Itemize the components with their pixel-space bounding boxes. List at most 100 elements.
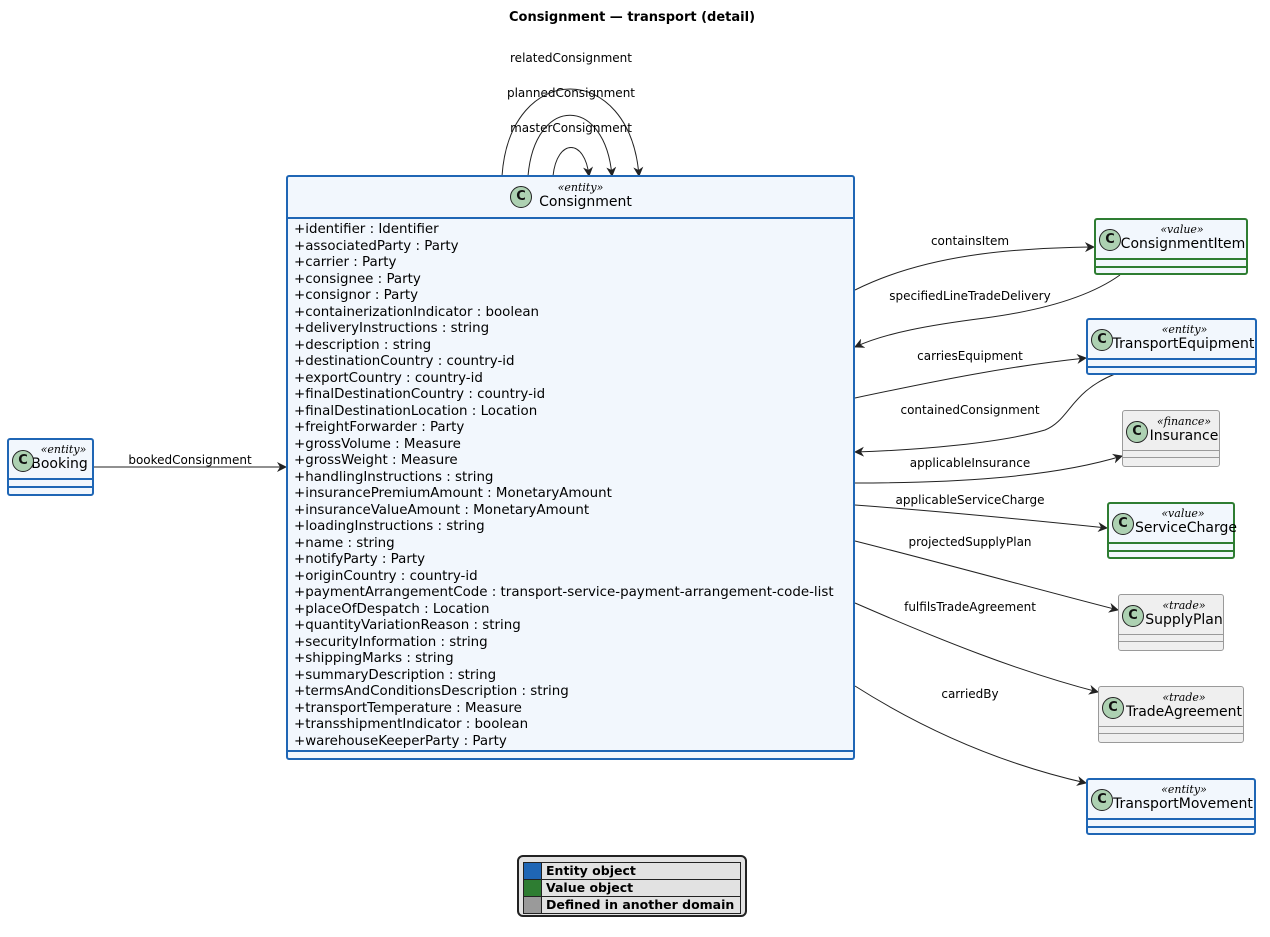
- class-name: ServiceCharge: [1135, 520, 1237, 536]
- edge-label: applicableServiceCharge: [896, 493, 1045, 507]
- class-transport-equipment[interactable]: C «entity» TransportEquipment: [1086, 318, 1257, 375]
- attribute-item: +transshipmentIndicator : boolean: [294, 717, 529, 732]
- attribute-item: +shippingMarks : string: [294, 651, 454, 666]
- edge-label: relatedConsignment: [510, 51, 632, 65]
- legend: Entity object Value object Defined in an…: [517, 855, 747, 917]
- attribute-item: +consignee : Party: [294, 271, 421, 287]
- class-stereotype: «value»: [1160, 223, 1204, 236]
- legend-swatch-value: [524, 880, 542, 896]
- diagram-title: Consignment — transport (detail): [508, 10, 756, 25]
- attribute-item: +warehouseKeeperParty : Party: [294, 733, 507, 749]
- attribute-item: +notifyParty : Party: [294, 552, 426, 567]
- attribute-item: +containerizationIndicator : boolean: [294, 304, 540, 320]
- attribute-item: +placeOfDespatch : Location: [294, 601, 490, 617]
- edge-projectedSupplyPlan: [854, 540, 1119, 613]
- class-icon: C: [510, 186, 532, 208]
- edge-label: applicableInsurance: [910, 456, 1030, 470]
- attribute-item: +grossVolume : Measure: [294, 436, 461, 452]
- class-icon: C: [1112, 513, 1134, 535]
- legend-row: Value object: [523, 880, 741, 897]
- legend-swatch-external: [524, 897, 542, 913]
- class-stereotype: «value»: [1161, 507, 1205, 520]
- edge-plannedConsignment: [527, 114, 617, 177]
- class-icon: C: [1091, 329, 1113, 351]
- class-booking[interactable]: C «entity» Booking: [7, 438, 94, 496]
- attribute-item: +handlingInstructions : string: [294, 469, 494, 485]
- legend-label: Value object: [546, 880, 634, 895]
- attribute-item: +identifier : Identifier: [294, 222, 439, 237]
- class-icon: C: [1126, 421, 1148, 443]
- attribute-item: +exportCountry : country-id: [294, 370, 483, 386]
- class-name: Booking: [31, 456, 88, 472]
- attribute-item: +consignor : Party: [294, 288, 419, 303]
- class-stereotype: «entity»: [1161, 783, 1207, 796]
- edge-relatedConsignment: [501, 88, 644, 177]
- attribute-item: +quantityVariationReason : string: [294, 618, 521, 633]
- class-consignment[interactable]: C «entity» Consignment +identifier : Ide…: [286, 175, 855, 760]
- attribute-item: +transportTemperature : Measure: [294, 700, 522, 716]
- edge-containsItem: [854, 242, 1095, 291]
- attribute-item: +finalDestinationLocation : Location: [294, 403, 538, 419]
- attribute-item: +associatedParty : Party: [294, 238, 459, 254]
- legend-swatch-entity: [524, 863, 542, 879]
- attribute-item: +description : string: [294, 337, 432, 353]
- class-name: Consignment: [539, 194, 632, 210]
- edge-applicableInsurance: [854, 453, 1123, 484]
- class-icon: C: [1091, 789, 1113, 811]
- class-stereotype: «trade»: [1162, 691, 1206, 704]
- legend-label: Entity object: [546, 863, 636, 878]
- edge-applicableServiceCharge: [854, 504, 1108, 533]
- class-stereotype: «finance»: [1156, 415, 1212, 428]
- class-service-charge[interactable]: C «value» ServiceCharge: [1107, 502, 1237, 559]
- class-icon: C: [12, 450, 34, 472]
- attribute-item: +insuranceValueAmount : MonetaryAmount: [294, 502, 590, 518]
- edge-label: carriedBy: [941, 687, 998, 701]
- class-stereotype: «entity»: [40, 443, 87, 456]
- attribute-item: +finalDestinationCountry : country-id: [294, 387, 546, 402]
- class-consignment-item[interactable]: C «value» ConsignmentItem: [1094, 218, 1248, 275]
- legend-label: Defined in another domain: [546, 897, 735, 912]
- class-stereotype: «trade»: [1162, 599, 1206, 612]
- class-name: ConsignmentItem: [1120, 236, 1246, 252]
- class-trade-agreement[interactable]: C «trade» TradeAgreement: [1098, 686, 1244, 743]
- class-icon: C: [1099, 229, 1121, 251]
- attribute-item: +destinationCountry : country-id: [294, 354, 515, 369]
- edge-label: plannedConsignment: [507, 86, 635, 100]
- attribute-list: +identifier : Identifier+associatedParty…: [288, 219, 853, 750]
- class-icon: C: [1102, 697, 1124, 719]
- attribute-item: +originCountry : country-id: [294, 568, 478, 584]
- edge-containedConsignment: [854, 373, 1116, 457]
- attribute-item: +insurancePremiumAmount : MonetaryAmount: [294, 486, 612, 501]
- edge-label: bookedConsignment: [128, 453, 252, 467]
- class-insurance[interactable]: C «finance» Insurance: [1122, 410, 1220, 467]
- edge-label: containsItem: [931, 234, 1009, 248]
- edge-carriesEquipment: [854, 353, 1087, 399]
- edge-label: containedConsignment: [900, 403, 1039, 417]
- class-name: TransportMovement: [1113, 796, 1253, 812]
- edge-carriedBy: [854, 685, 1087, 786]
- attribute-item: +name : string: [294, 535, 395, 551]
- edge-label: fulfilsTradeAgreement: [904, 600, 1036, 614]
- class-stereotype: «entity»: [557, 181, 604, 194]
- attribute-item: +deliveryInstructions : string: [294, 321, 490, 336]
- class-transport-movement[interactable]: C «entity» TransportMovement: [1086, 778, 1256, 835]
- class-name: TransportEquipment: [1112, 336, 1255, 352]
- class-stereotype: «entity»: [1161, 323, 1208, 336]
- attribute-item: +loadingInstructions : string: [294, 519, 485, 534]
- class-name: TradeAgreement: [1125, 704, 1243, 720]
- attribute-item: +freightForwarder : Party: [294, 420, 465, 435]
- attribute-item: +securityInformation : string: [294, 634, 488, 650]
- class-name: SupplyPlan: [1145, 612, 1223, 628]
- attribute-item: +grossWeight : Measure: [294, 453, 458, 468]
- legend-row: Defined in another domain: [523, 897, 741, 914]
- edge-label: specifiedLineTradeDelivery: [889, 289, 1050, 303]
- class-name: Insurance: [1149, 428, 1219, 444]
- attribute-item: +paymentArrangementCode : transport-serv…: [294, 585, 834, 600]
- class-supply-plan[interactable]: C «trade» SupplyPlan: [1118, 594, 1224, 651]
- attribute-item: +summaryDescription : string: [294, 667, 497, 683]
- attribute-item: +carrier : Party: [294, 255, 397, 270]
- legend-row: Entity object: [523, 862, 741, 880]
- edge-masterConsignment: [552, 147, 594, 177]
- edge-label: projectedSupplyPlan: [908, 535, 1031, 549]
